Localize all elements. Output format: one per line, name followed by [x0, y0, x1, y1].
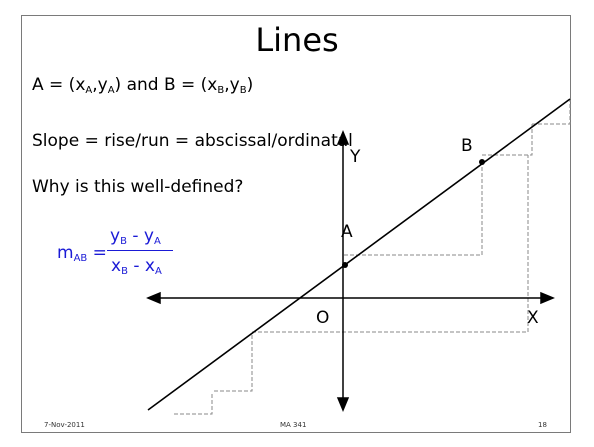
footer-course: MA 341 [280, 421, 307, 429]
den-subscript: A [154, 266, 162, 277]
den-term: x [111, 256, 122, 276]
text-segment: ) [246, 75, 254, 95]
formula-denominator: xB - xA [111, 256, 162, 277]
fraction-bar [107, 250, 173, 251]
rise-run-guide-b [482, 124, 533, 156]
x-axis-label: X [527, 308, 539, 328]
footer-date: 7-Nov-2011 [44, 421, 85, 429]
points-definition: A = (xA,yA) and B = (xB,yB) [32, 74, 253, 102]
m-subscript: AB [73, 253, 88, 264]
text-segment: ,y [224, 75, 240, 95]
point-a [342, 262, 348, 268]
x-axis [146, 291, 555, 305]
line-through-a-b [147, 98, 571, 411]
num-subscript: B [120, 236, 127, 247]
num-term: y [110, 226, 121, 246]
dashed-guides [172, 99, 571, 415]
well-defined-question: Why is this well-defined? [32, 177, 244, 197]
den-term: - x [127, 256, 155, 276]
point-b-label: B [461, 136, 473, 156]
point-b [479, 159, 485, 165]
y-axis [336, 130, 350, 412]
m-symbol: m [57, 243, 74, 263]
subscript: B [239, 85, 247, 96]
footer-page-number: 18 [538, 421, 547, 429]
formula-numerator: yB - yA [110, 226, 161, 247]
rise-run-guide-c [532, 99, 571, 125]
slide-title: Lines [255, 21, 339, 59]
equals-sign: = [87, 243, 107, 263]
rise-run-guide-f [172, 394, 213, 415]
rise-run-guide-d [252, 155, 529, 333]
num-subscript: A [153, 236, 161, 247]
text-segment: ,y [92, 75, 108, 95]
rise-run-guide-a [344, 162, 483, 256]
text-segment: A = (x [32, 75, 86, 95]
text-segment: ) and B = (x [114, 75, 218, 95]
point-a-label: A [341, 222, 353, 242]
subscript: A [85, 85, 93, 96]
den-subscript: B [121, 266, 128, 277]
subscript: B [217, 85, 225, 96]
num-term: - y [126, 226, 154, 246]
subscript: A [107, 85, 115, 96]
y-axis-label: Y [350, 147, 361, 167]
origin-label: O [316, 308, 330, 328]
formula-lhs: mAB = [57, 243, 107, 264]
slide-frame [21, 15, 571, 433]
slope-definition: Slope = rise/run = abscissal/ordinatal [32, 131, 353, 151]
rise-run-guide-e [212, 335, 253, 392]
